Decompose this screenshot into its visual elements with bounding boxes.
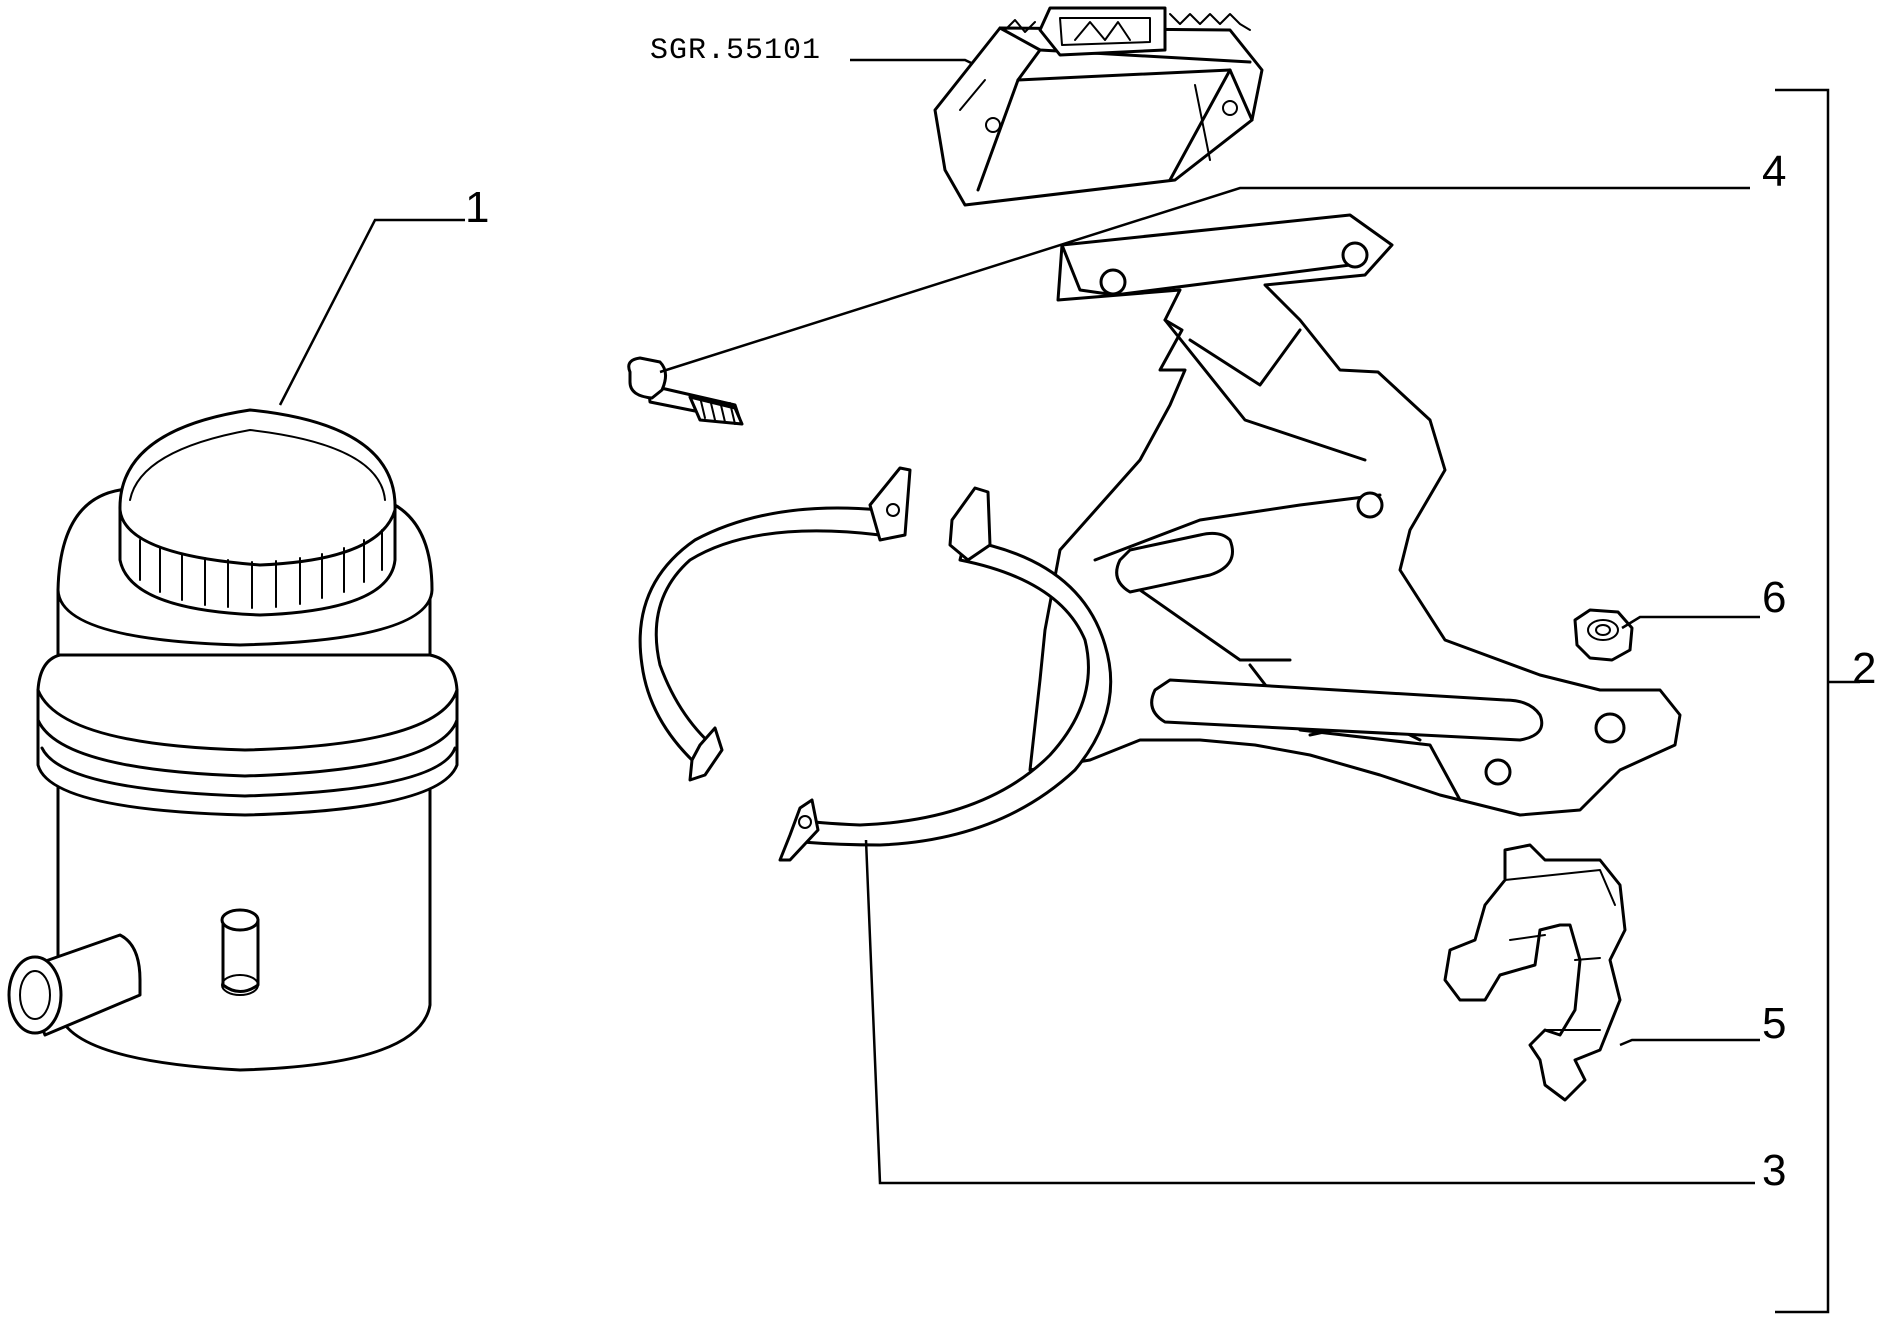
bracket-part (1028, 213, 1682, 817)
callout-6: 6 (1762, 573, 1786, 622)
callout-1: 1 (465, 183, 489, 232)
callout-5: 5 (1762, 999, 1786, 1048)
callout-1-leader (278, 218, 465, 406)
nut-part (1573, 608, 1634, 662)
clamp-band-part (638, 466, 1113, 862)
callout-4-leader (659, 186, 1750, 374)
bolt-part (627, 356, 744, 426)
electronic-module-part (933, 6, 1264, 207)
fluid-reservoir-part (7, 408, 459, 1072)
callout-5-leader (1619, 1038, 1760, 1047)
callout-3-leader (864, 839, 1755, 1185)
callout-6-leader (1621, 615, 1760, 630)
retaining-clip-part (1443, 843, 1627, 1102)
callout-2-group-bracket (1775, 88, 1860, 1314)
reference-code-label: SGR.55101 (650, 34, 821, 68)
callout-2: 2 (1852, 644, 1876, 693)
callout-4: 4 (1762, 147, 1786, 196)
callout-3: 3 (1762, 1146, 1786, 1195)
